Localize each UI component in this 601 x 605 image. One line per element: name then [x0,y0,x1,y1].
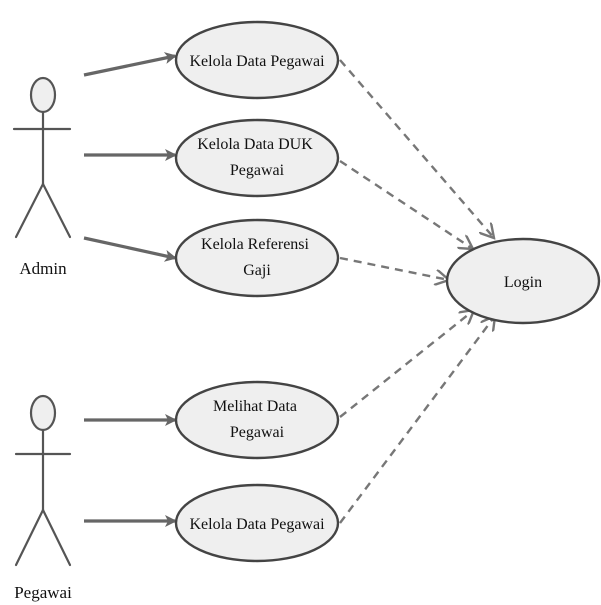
admin-actor: Admin [12,76,72,278]
usecase-4-label: Melihat Data Pegawai [213,398,301,441]
pegawai-leg-left [14,508,45,567]
usecase-4-shape [174,380,340,460]
usecase-1-shape [174,20,340,100]
usecase-kelola-data-pegawai-admin: Kelola Data Pegawai [174,20,340,100]
assoc-admin-uc3 [83,236,177,262]
usecase-1-label: Kelola Data Pegawai [189,53,325,70]
usecase-2-shape [174,118,340,198]
pegawai-head [29,394,57,432]
pegawai-leg-right [41,508,72,567]
dep-uc1-login [339,59,494,238]
dep-uc2-login [339,159,473,249]
usecase-2-label: Kelola Data DUK Pegawai [197,136,317,179]
admin-leg-right [41,182,72,239]
admin-head [29,76,57,114]
login-label: Login [504,274,542,291]
usecase-3-label-line-2: Gaji [243,262,271,279]
admin-label: Admin [19,259,67,278]
usecase-kelola-data-duk-pegawai: Kelola Data DUK Pegawai [174,118,340,198]
login-label-line-1: Login [504,274,542,291]
usecase-3-label: Kelola Referensi Gaji [201,236,313,279]
usecase-4-label-line-1: Melihat Data [213,398,297,415]
usecase-2-label-line-1: Kelola Data DUK [197,136,313,153]
usecase-5-shape [174,483,340,563]
assoc-admin-uc1 [83,52,177,77]
usecase-4-label-line-2: Pegawai [230,424,285,441]
usecase-melihat-data-pegawai: Melihat Data Pegawai [174,380,340,460]
usecase-5-label: Kelola Data Pegawai [189,516,325,533]
pegawai-label: Pegawai [14,583,72,602]
usecase-5-label-line-1: Kelola Data Pegawai [189,516,325,533]
usecase-3-label-line-1: Kelola Referensi [201,236,310,253]
usecase-2-label-line-2: Pegawai [230,162,285,179]
dep-uc4-login [339,310,474,418]
usecase-1-label-line-1: Kelola Data Pegawai [189,53,325,70]
pegawai-actor: Pegawai [14,394,72,602]
usecase-login: Login [445,237,601,325]
admin-leg-left [14,182,45,239]
login-shape [445,237,601,325]
dep-uc3-login [339,256,449,280]
usecase-kelola-data-pegawai-pegawai: Kelola Data Pegawai [174,483,340,563]
usecase-3-shape [174,218,340,298]
usecase-kelola-referensi-gaji: Kelola Referensi Gaji [174,218,340,298]
dep-uc5-login [339,316,495,524]
